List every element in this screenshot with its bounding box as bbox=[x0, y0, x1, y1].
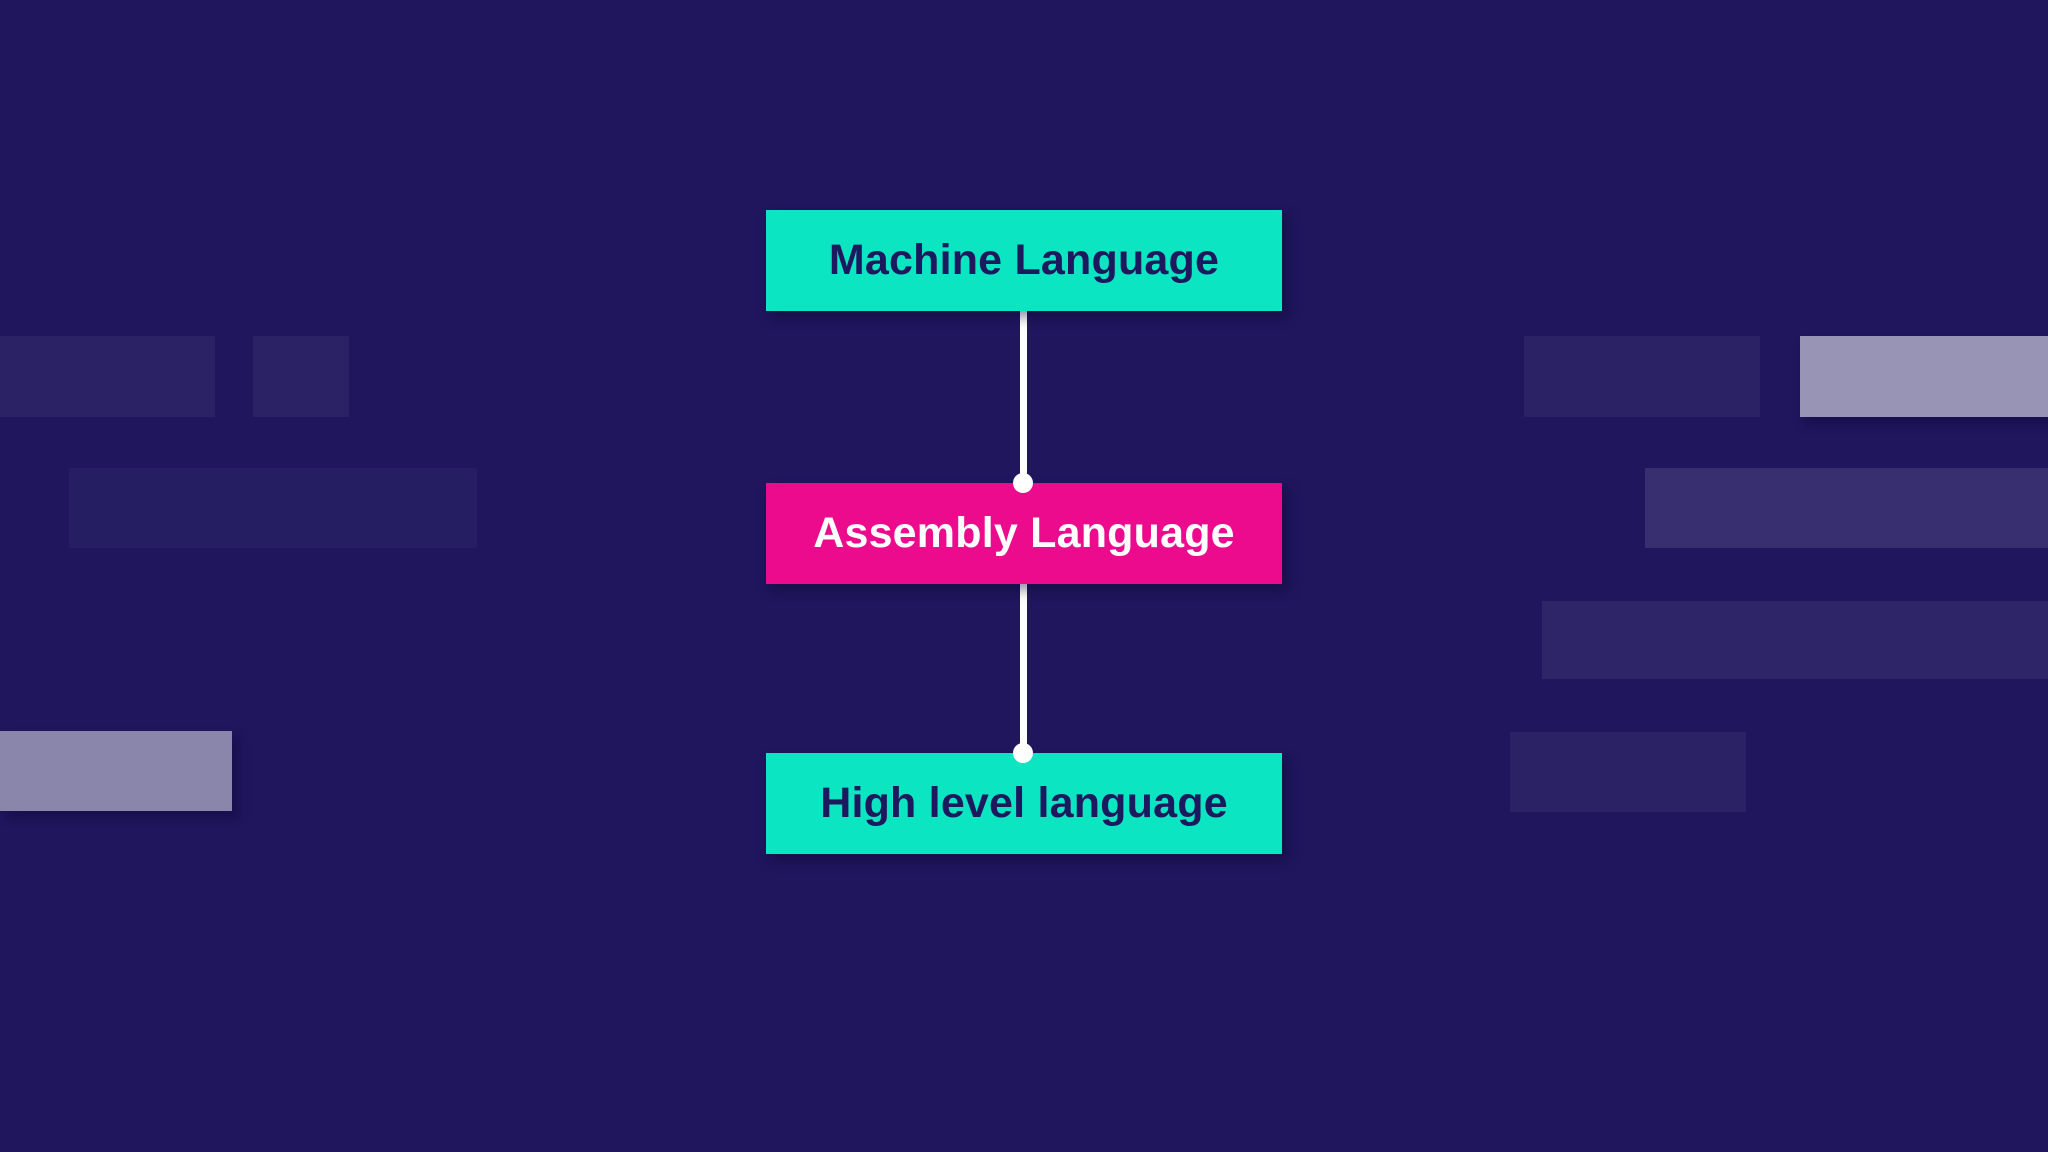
decor-block bbox=[69, 468, 477, 548]
decor-block bbox=[0, 731, 232, 811]
decor-block bbox=[1510, 732, 1746, 812]
decor-block bbox=[1645, 468, 2048, 548]
connector-dot-high-level bbox=[1013, 743, 1033, 763]
connector-dot-assembly bbox=[1013, 473, 1033, 493]
node-assembly-language: Assembly Language bbox=[766, 483, 1282, 584]
node-high-level-language-label: High level language bbox=[820, 779, 1228, 827]
decor-block bbox=[1542, 601, 2048, 679]
decor-block bbox=[0, 336, 215, 417]
decor-block bbox=[253, 336, 349, 417]
decor-block bbox=[1800, 336, 2048, 417]
decor-block bbox=[1524, 336, 1760, 417]
node-high-level-language: High level language bbox=[766, 753, 1282, 854]
node-assembly-language-label: Assembly Language bbox=[813, 509, 1235, 557]
node-machine-language: Machine Language bbox=[766, 210, 1282, 311]
node-machine-language-label: Machine Language bbox=[828, 236, 1220, 284]
